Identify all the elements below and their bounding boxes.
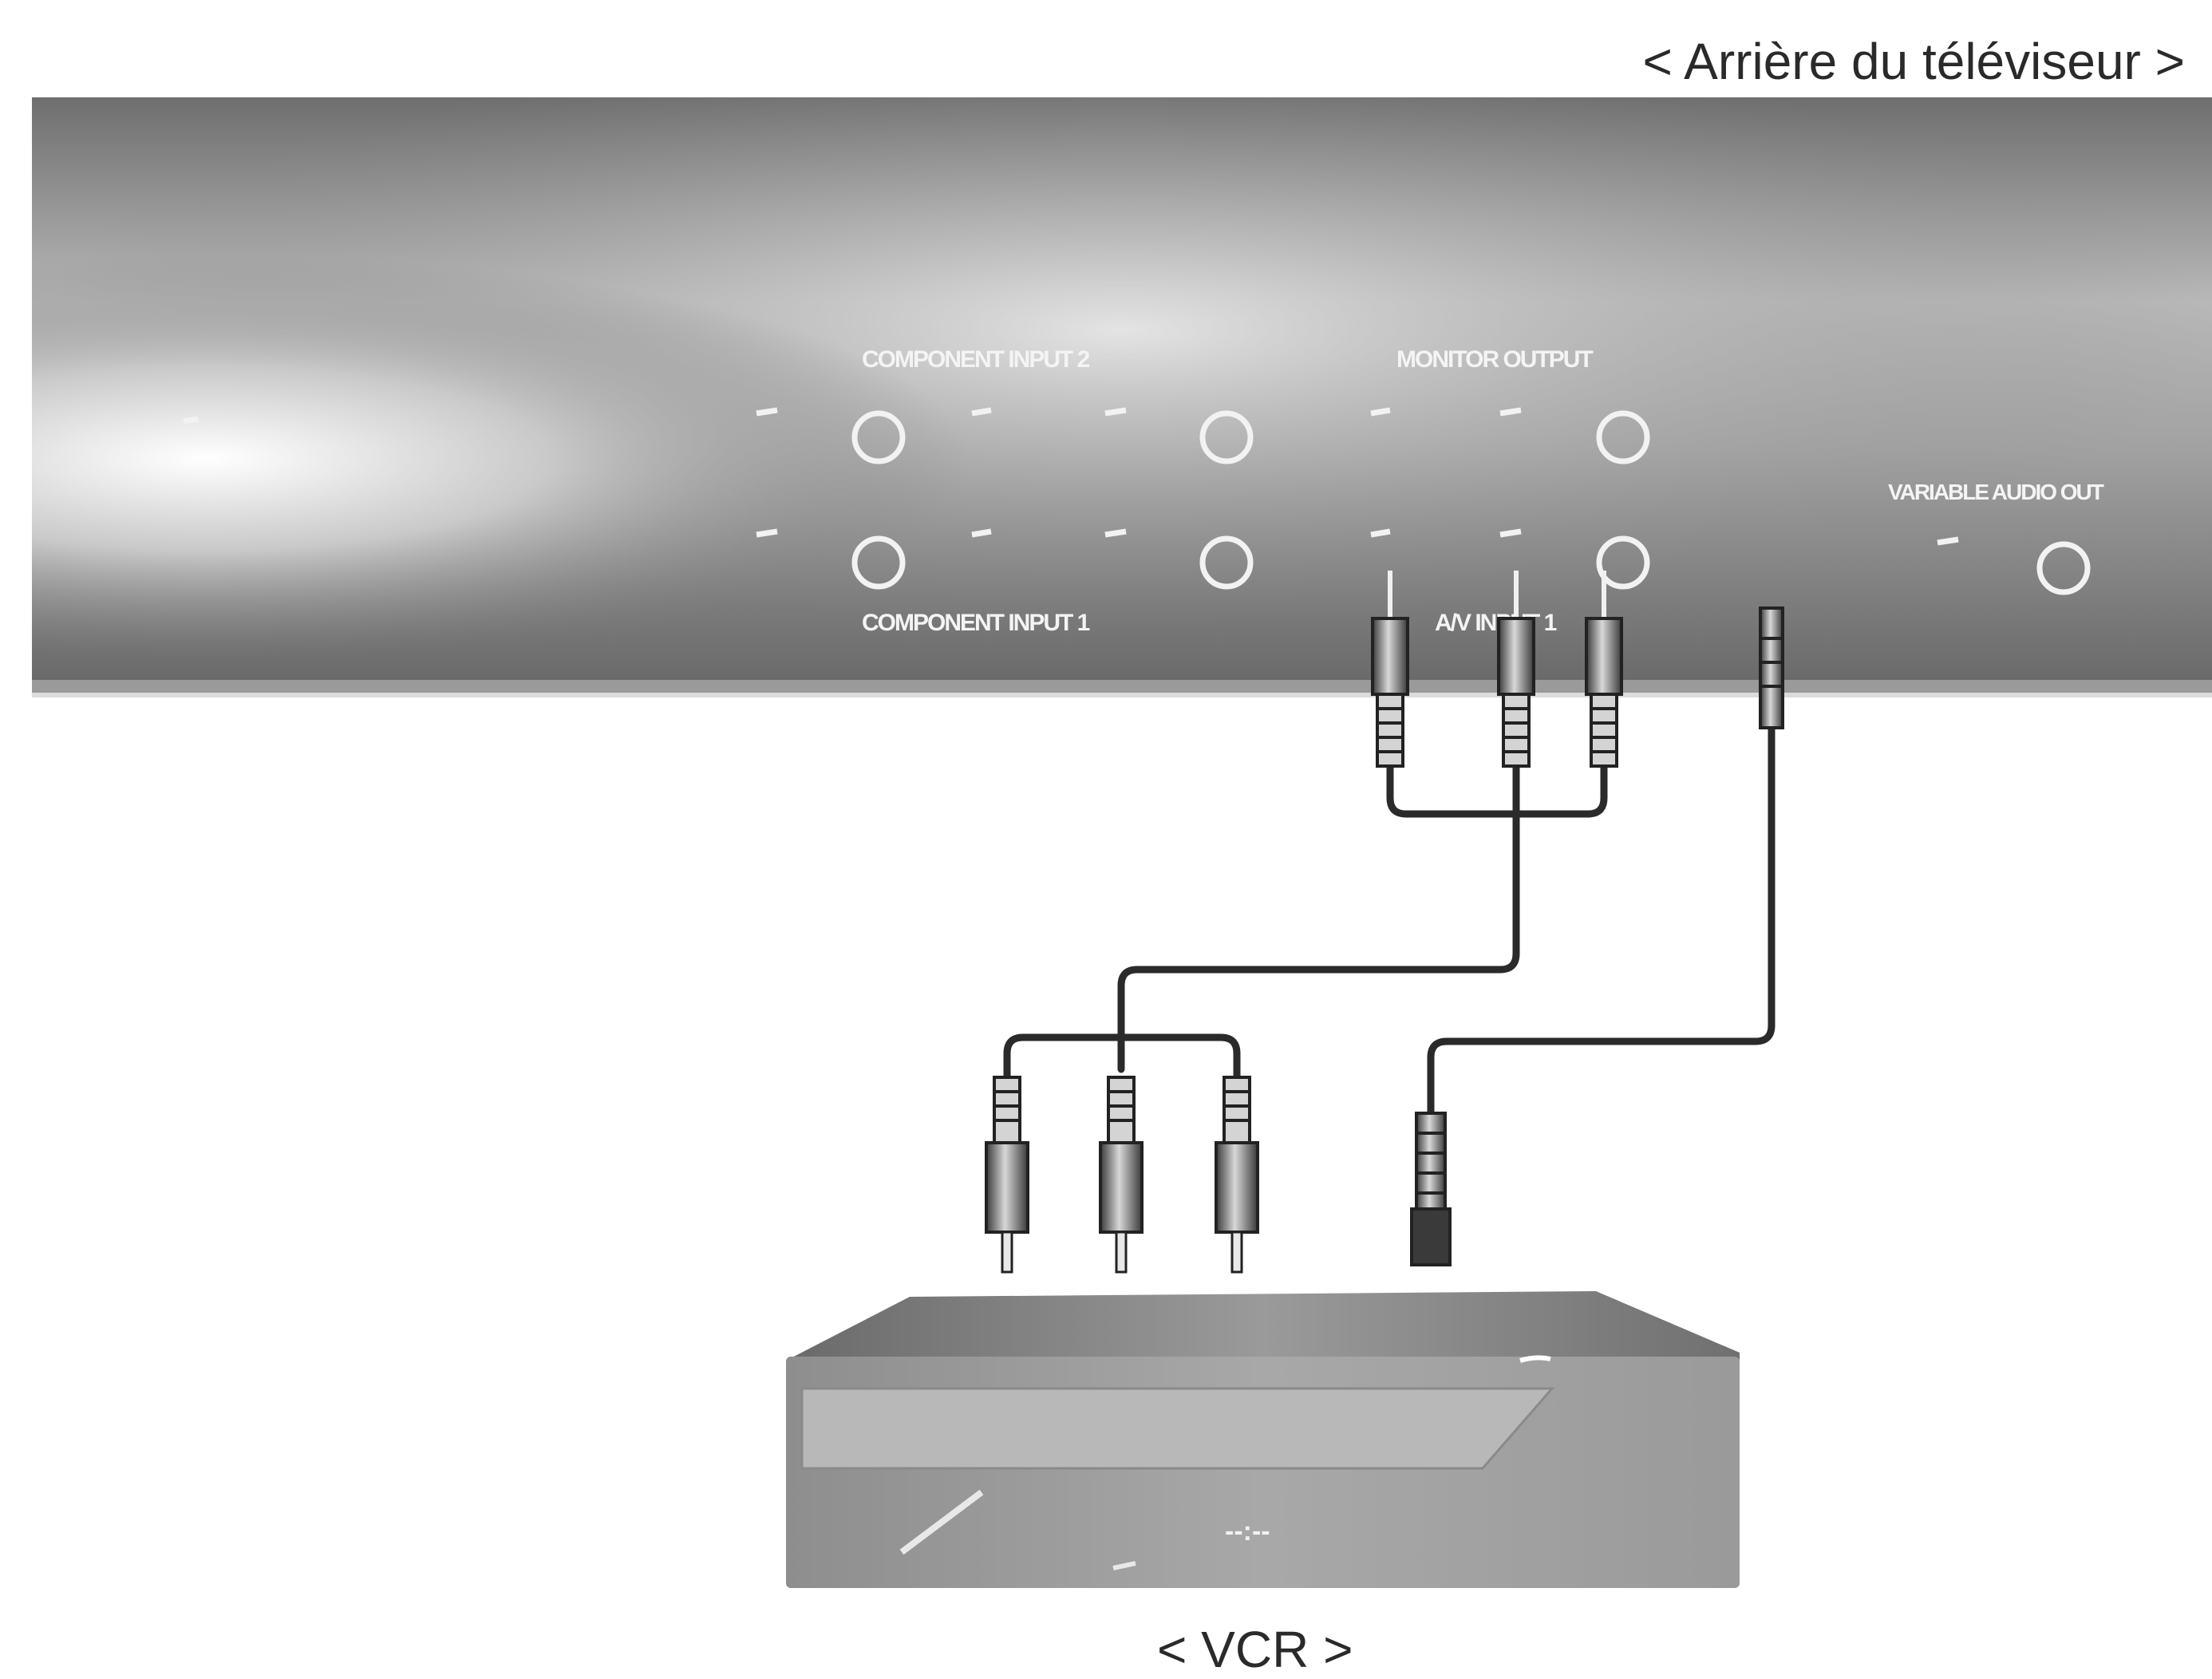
tv-panel-edge-highlight (32, 693, 2212, 697)
cables (1003, 718, 1776, 1117)
vcr-caption: < VCR > (1157, 1621, 1353, 1678)
rca-plug (1215, 1076, 1259, 1274)
jack-ring (2036, 541, 2091, 595)
tv-rear-panel (32, 97, 2212, 697)
svideo-plug-bottom (1410, 1112, 1452, 1266)
jack-ring (1199, 410, 1254, 464)
component-input-1-label: COMPONENT INPUT 1 (862, 610, 1090, 636)
rca-plug (985, 1076, 1029, 1274)
jack-tick (1104, 407, 1127, 417)
tv-jacks (183, 407, 2091, 595)
av-cable-loop-top (1386, 762, 1608, 818)
rca-plug (1371, 571, 1409, 768)
vcr-display-mark: --:-- (1225, 1516, 1270, 1547)
tv-panel-edge (32, 680, 2212, 693)
jack-tick (1499, 528, 1522, 538)
rca-plug (1099, 1076, 1144, 1274)
vcr-glint (899, 1489, 984, 1555)
jack-ring (851, 535, 906, 590)
vcr-display-panel (800, 1387, 1555, 1470)
jack-tick (756, 407, 778, 417)
vcr-glint (1112, 1561, 1136, 1570)
jack-tick (1104, 528, 1127, 538)
rca-plug (1585, 571, 1623, 768)
vcr-top (786, 1291, 1740, 1361)
component-input-2-label: COMPONENT INPUT 2 (862, 346, 1090, 373)
jack-tick (1499, 407, 1522, 417)
jack-tick (971, 528, 992, 538)
av-cable-loop-bottom (1003, 1033, 1241, 1081)
av-input-1-label: A/V INPUT 1 (1435, 610, 1557, 636)
upper-rca-plugs (1371, 571, 1784, 768)
jack-ring (851, 410, 906, 464)
vcr-top-glint (1519, 1355, 1551, 1363)
tv-panel-glow (32, 97, 2212, 680)
jack-ring (1596, 535, 1650, 590)
av-cable (1117, 762, 1520, 1073)
jack-tick (756, 528, 778, 538)
rca-plug (1497, 571, 1535, 768)
jack-tick (971, 407, 992, 417)
vcr-device: --:-- (786, 1291, 1740, 1588)
monitor-output-label: MONITOR OUTPUT (1396, 346, 1593, 373)
jack-tick (183, 416, 199, 425)
jack-tick (1937, 536, 1959, 546)
jack-ring (1596, 410, 1650, 464)
lower-rca-plugs (985, 1076, 1452, 1274)
variable-audio-out-label: VARIABLE AUDIO OUT (1888, 480, 2104, 504)
jack-tick (1370, 528, 1391, 538)
jack-tick (1370, 407, 1391, 417)
tv-rear-caption: < Arrière du téléviseur > (1642, 33, 2185, 90)
svideo-plug-top (1759, 606, 1784, 729)
svideo-cable (1427, 718, 1776, 1117)
jack-ring (1199, 535, 1254, 590)
